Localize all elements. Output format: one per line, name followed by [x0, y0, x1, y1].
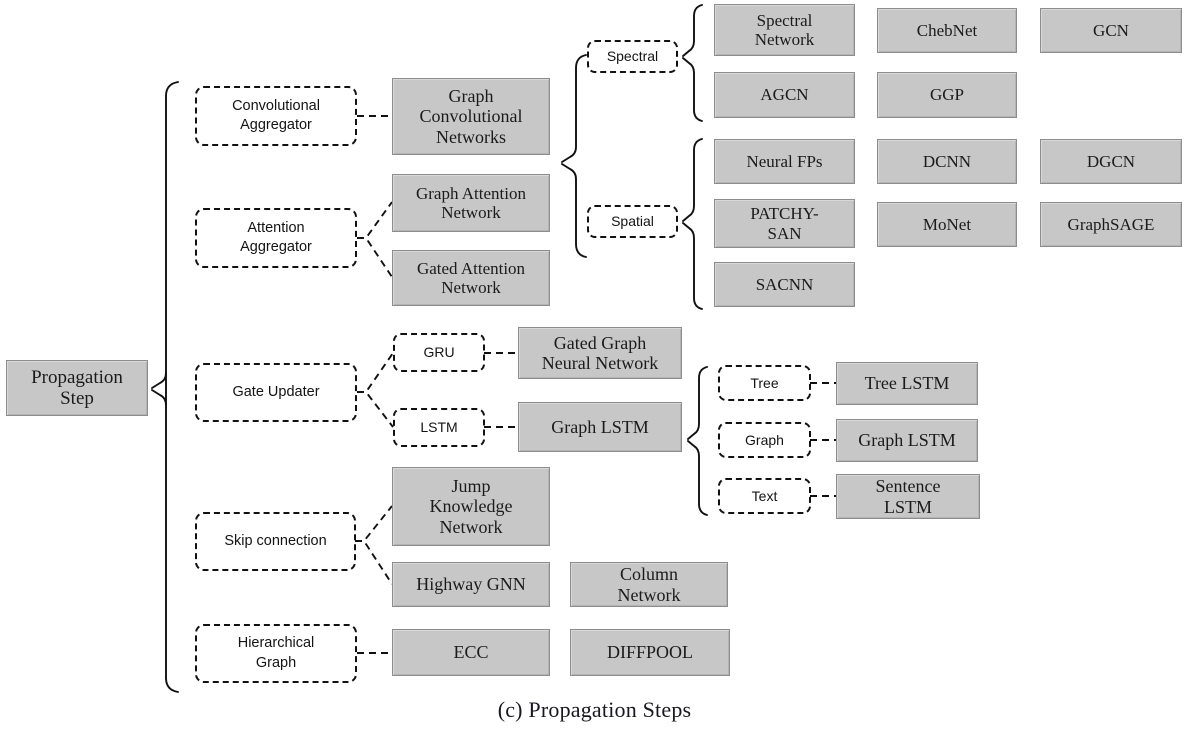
dash-skip-to-jkn: [355, 505, 393, 542]
brace-gcn-upper: [561, 54, 587, 163]
model-ecc[interactable]: ECC: [392, 629, 550, 676]
model-neural-fps[interactable]: Neural FPs: [714, 139, 855, 184]
brace-gcn-lower: [561, 163, 587, 258]
subcategory-text[interactable]: Text: [718, 478, 811, 514]
model-label: GGP: [929, 85, 964, 105]
subcategory-spectral[interactable]: Spectral: [587, 40, 678, 73]
brace-lstm-upper: [687, 366, 708, 440]
category-skip-connection[interactable]: Skip connection: [195, 512, 356, 571]
subcategory-label: Text: [751, 487, 778, 504]
model-patchy-san[interactable]: PATCHY-SAN: [714, 199, 855, 248]
subcategory-label: LSTM: [420, 419, 458, 436]
model-label: DGCN: [1086, 151, 1136, 171]
model-label: ECC: [453, 642, 489, 663]
model-label: Neural FPs: [746, 151, 823, 171]
dash-gate-to-lstm: [357, 391, 394, 428]
subcategory-label: Spatial: [611, 213, 654, 230]
model-label: GCN: [1093, 20, 1129, 40]
model-label: MoNet: [922, 214, 972, 234]
model-label: Tree LSTM: [864, 373, 950, 394]
brace-root-upper: [151, 81, 179, 389]
model-label: GraphSAGE: [1067, 214, 1155, 234]
model-monet[interactable]: MoNet: [877, 202, 1017, 247]
subcategory-graph[interactable]: Graph: [718, 422, 811, 458]
model-label: SACNN: [755, 274, 814, 294]
model-ggp[interactable]: GGP: [877, 72, 1017, 118]
model-sacnn[interactable]: SACNN: [714, 262, 855, 307]
dash-skip-to-highway: [355, 540, 393, 585]
brace-spectral-lower: [682, 57, 703, 122]
model-label: DIFFPOOL: [606, 642, 694, 663]
model-label: PATCHY-SAN: [750, 204, 819, 243]
category-label: Gate Updater: [232, 383, 320, 400]
subcategory-label: Tree: [750, 374, 779, 391]
model-label: Highway GNN: [416, 574, 526, 595]
brace-lstm-lower: [687, 440, 708, 516]
model-graph-lstm-variant[interactable]: Graph LSTM: [836, 419, 978, 462]
model-graph-lstm[interactable]: Graph LSTM: [518, 402, 682, 452]
model-dgcn[interactable]: DGCN: [1040, 139, 1182, 184]
dash-gate-to-gru: [357, 352, 394, 393]
brace-spatial-lower: [682, 222, 703, 310]
dash-attagg-to-gat: [357, 201, 393, 239]
model-highway-gnn[interactable]: Highway GNN: [392, 562, 550, 607]
model-label: Graph LSTM: [858, 430, 956, 451]
subcategory-label: Spectral: [606, 48, 659, 65]
subcategory-tree[interactable]: Tree: [718, 365, 811, 401]
model-label: DCNN: [922, 151, 972, 171]
category-gate-updater[interactable]: Gate Updater: [195, 363, 357, 422]
brace-spectral-upper: [682, 4, 703, 57]
brace-spatial-upper: [682, 138, 703, 222]
model-chebnet[interactable]: ChebNet: [877, 8, 1017, 53]
model-label: AGCN: [760, 85, 809, 105]
subcategory-label: Graph: [745, 431, 784, 448]
model-label: Graph LSTM: [551, 416, 649, 437]
figure-caption: (c) Propagation Steps: [497, 697, 692, 722]
model-graphsage[interactable]: GraphSAGE: [1040, 202, 1182, 247]
model-dcnn[interactable]: DCNN: [877, 139, 1017, 184]
category-label: Skip connection: [224, 532, 327, 549]
subcategory-gru[interactable]: GRU: [393, 333, 485, 372]
model-tree-lstm[interactable]: Tree LSTM: [836, 362, 978, 405]
model-agcn[interactable]: AGCN: [714, 72, 855, 118]
model-diffpool[interactable]: DIFFPOOL: [570, 629, 730, 676]
brace-root-lower: [151, 389, 179, 693]
subcategory-lstm[interactable]: LSTM: [393, 408, 485, 447]
model-gcn[interactable]: GCN: [1040, 8, 1182, 53]
subcategory-label: GRU: [423, 344, 455, 361]
model-label: ChebNet: [916, 20, 978, 40]
subcategory-spatial[interactable]: Spatial: [587, 205, 678, 238]
dash-attagg-to-gatedatt: [357, 237, 393, 278]
